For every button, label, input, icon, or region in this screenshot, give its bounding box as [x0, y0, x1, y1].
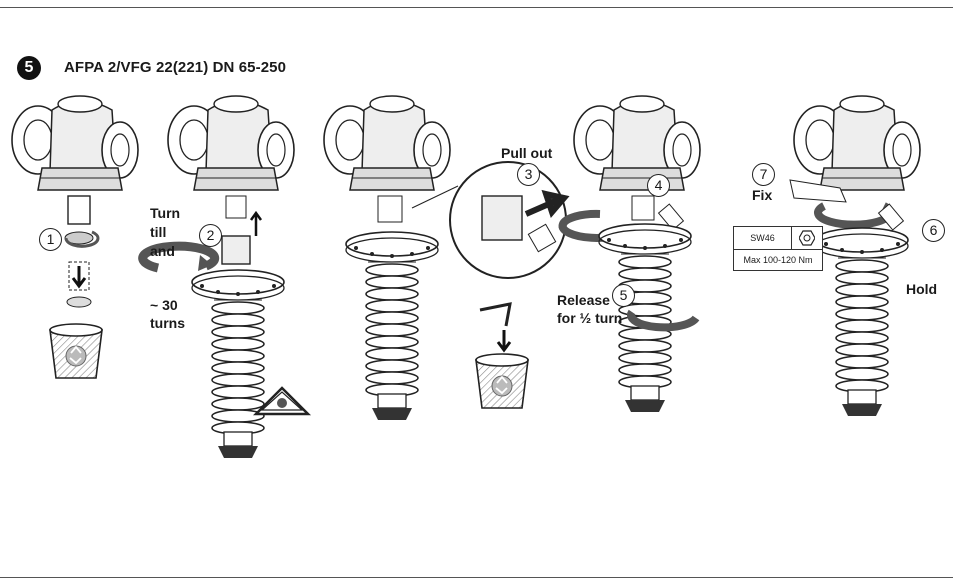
figure-step-2 — [138, 95, 312, 459]
step-4-marker: 4 — [647, 174, 670, 197]
wrench-size: SW46 — [750, 233, 775, 243]
figure-step-1 — [11, 95, 139, 379]
step-7-label: Fix — [752, 187, 773, 203]
step-2-marker: 2 — [199, 224, 222, 247]
step-7-marker: 7 — [752, 163, 775, 186]
wrench-spec-table: SW46 Max 100-120 Nm — [733, 226, 823, 271]
step-6-marker: 6 — [922, 219, 945, 242]
step-2-label-line-1: Turn — [150, 205, 181, 221]
top-rule — [0, 7, 953, 8]
figure-step-3 — [323, 95, 570, 421]
step-2-turns-line-2: turns — [150, 315, 185, 331]
step-2-label-line-3: and — [150, 243, 175, 259]
step-5-marker: 5 — [612, 284, 635, 307]
step-2-label-line-2: till — [150, 224, 167, 240]
step-5-label-line-1: Release — [557, 292, 610, 308]
hex-nut-icon — [791, 227, 822, 249]
step-5-label-line-2: for ½ turn — [557, 310, 623, 326]
torque-value: Max 100-120 Nm — [743, 255, 813, 265]
figure-step-4-5 — [558, 95, 701, 413]
step-number-badge: 5 — [17, 56, 41, 80]
step-3-marker: 3 — [517, 163, 540, 186]
figure-step-6-7 — [789, 95, 921, 417]
step-1-marker: 1 — [39, 228, 62, 251]
step-3-label: Pull out — [501, 145, 553, 161]
step-6-label: Hold — [906, 281, 938, 297]
step-2-turns-line-1: ~ 30 — [150, 297, 178, 313]
page-title: AFPA 2/VFG 22(221) DN 65-250 — [64, 59, 287, 76]
bottom-rule — [0, 577, 953, 578]
